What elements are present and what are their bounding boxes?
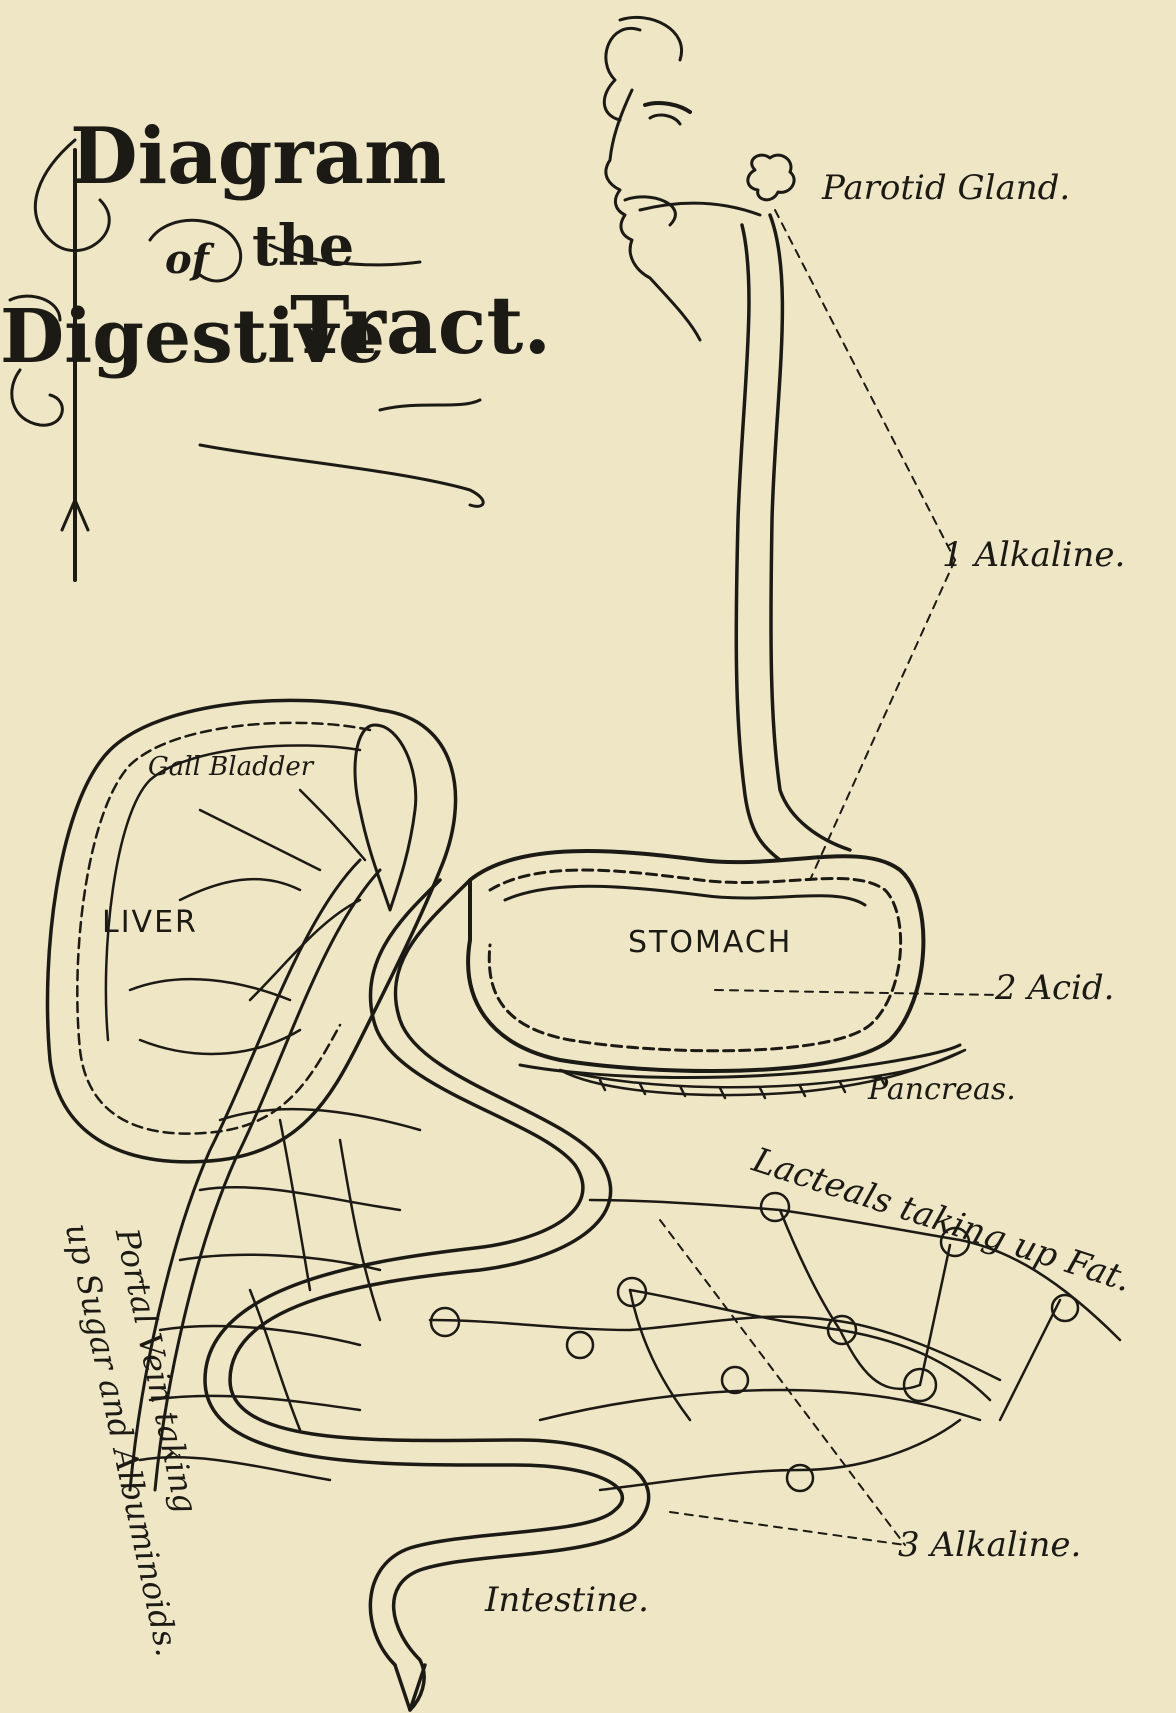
- label-liver: LIVER: [102, 905, 198, 940]
- parotid-gland: [640, 155, 794, 215]
- gall-bladder: [300, 725, 416, 910]
- title-of: of: [165, 240, 209, 280]
- label-alkaline-1: 1 Alkaline.: [942, 535, 1125, 575]
- head-profile: [604, 17, 700, 340]
- label-intestine: Intestine.: [485, 1580, 649, 1620]
- label-gall-bladder: Gall Bladder: [148, 752, 313, 782]
- label-acid-2: 2 Acid.: [995, 968, 1114, 1008]
- label-alkaline-3: 3 Alkaline.: [898, 1525, 1081, 1565]
- title-tract: Tract.: [290, 285, 551, 365]
- title-the: the: [252, 218, 354, 274]
- label-pancreas: Pancreas.: [868, 1072, 1016, 1107]
- label-parotid-gland: Parotid Gland.: [822, 168, 1070, 208]
- stomach: [468, 851, 960, 1077]
- esophagus: [736, 215, 850, 860]
- label-stomach: STOMACH: [628, 925, 792, 960]
- title-diagram: Diagram: [70, 118, 447, 196]
